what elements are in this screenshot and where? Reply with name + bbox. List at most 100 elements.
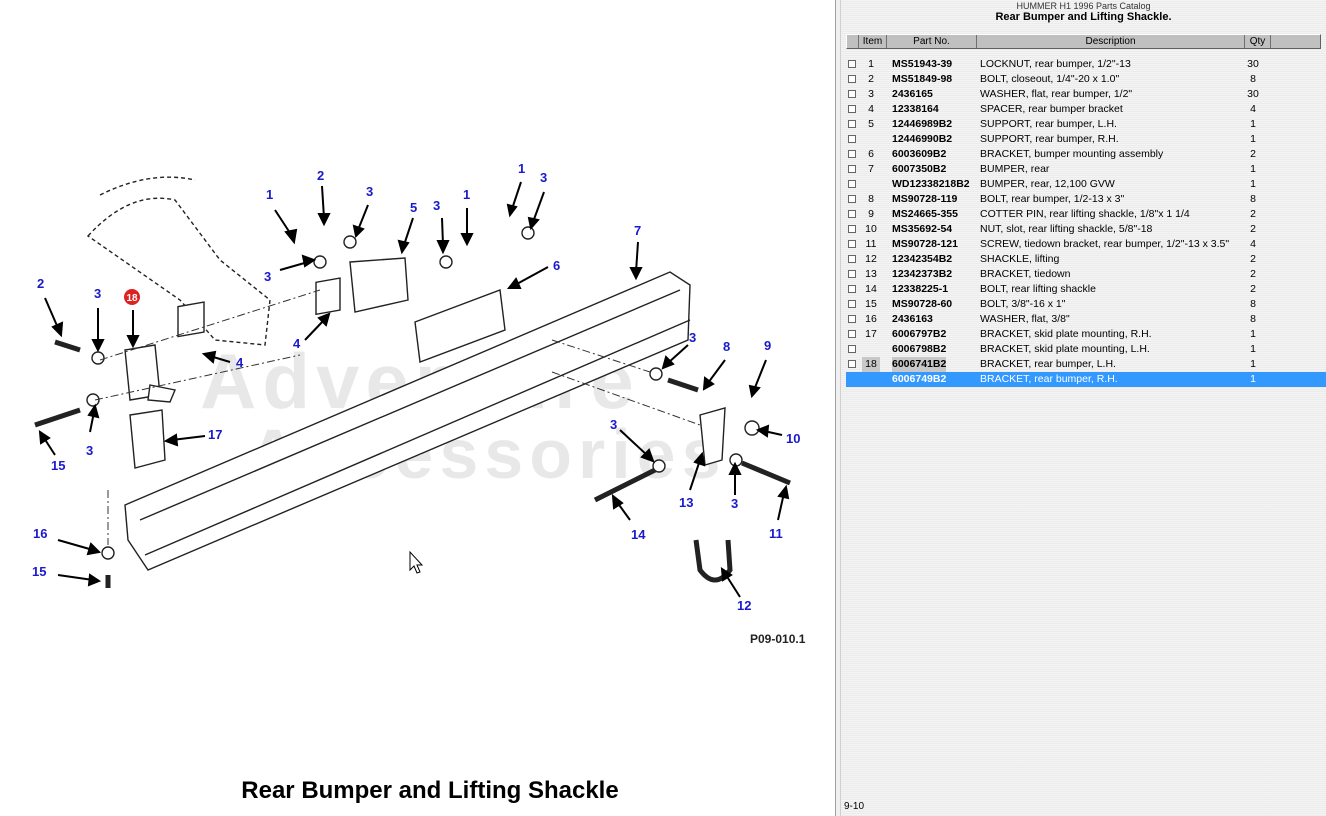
callout-15[interactable]: 15: [32, 564, 46, 579]
row-checkbox[interactable]: [848, 60, 856, 68]
callout-15[interactable]: 15: [51, 458, 65, 473]
callout-7[interactable]: 7: [634, 223, 641, 238]
row-checkbox[interactable]: [848, 270, 856, 278]
callout-17[interactable]: 17: [208, 427, 222, 442]
row-qty: 8: [1250, 73, 1256, 85]
callout-3[interactable]: 3: [610, 417, 617, 432]
callout-4[interactable]: 4: [293, 336, 301, 351]
row-checkbox[interactable]: [848, 315, 856, 323]
callout-16[interactable]: 16: [33, 526, 47, 541]
callout-1[interactable]: 1: [266, 187, 273, 202]
callout-12[interactable]: 12: [737, 598, 751, 613]
row-checkbox[interactable]: [848, 135, 856, 143]
row-checkbox[interactable]: [848, 285, 856, 293]
header-part-no[interactable]: Part No.: [887, 35, 977, 48]
row-checkbox[interactable]: [848, 105, 856, 113]
callout-14[interactable]: 14: [631, 527, 646, 542]
row-qty: 1: [1250, 178, 1256, 190]
header-item[interactable]: Item: [859, 35, 887, 48]
mouse-cursor: [409, 550, 424, 574]
callout-3[interactable]: 3: [94, 286, 101, 301]
callout-18-highlight[interactable]: 18: [124, 289, 140, 305]
row-checkbox[interactable]: [848, 225, 856, 233]
callout-3[interactable]: 3: [540, 170, 547, 185]
callout-3[interactable]: 3: [264, 269, 271, 284]
callout-13[interactable]: 13: [679, 495, 693, 510]
row-checkbox[interactable]: [848, 180, 856, 188]
callout-10[interactable]: 10: [786, 431, 800, 446]
row-checkbox[interactable]: [848, 165, 856, 173]
pane-splitter[interactable]: [835, 0, 841, 816]
row-checkbox[interactable]: [848, 300, 856, 308]
row-qty: 8: [1250, 298, 1256, 310]
callout-1[interactable]: 1: [518, 161, 525, 176]
row-part-no: 2436163: [892, 313, 933, 325]
parts-pane: HUMMER H1 1996 Parts Catalog Rear Bumper…: [841, 0, 1326, 816]
callout-11[interactable]: 11: [769, 526, 783, 541]
callout-3[interactable]: 3: [689, 330, 696, 345]
page-number: 9-10: [844, 801, 865, 812]
row-checkbox[interactable]: [848, 195, 856, 203]
catalog-title: HUMMER H1 1996 Parts Catalog: [1016, 1, 1151, 11]
callout-1[interactable]: 1: [463, 187, 470, 202]
row-checkbox[interactable]: [848, 75, 856, 83]
shackle-12: [693, 539, 733, 583]
washer-3e: [439, 255, 453, 269]
row-item: 6: [868, 148, 874, 160]
callout-2[interactable]: 2: [317, 168, 324, 183]
row-description: LOCKNUT, rear bumper, 1/2"-13: [980, 58, 1131, 70]
callout-8[interactable]: 8: [723, 339, 730, 354]
callout-4[interactable]: 4: [236, 355, 244, 370]
row-checkbox[interactable]: [848, 255, 856, 263]
row-description: SUPPORT, rear bumper, L.H.: [980, 118, 1117, 130]
callout-3[interactable]: 3: [86, 443, 93, 458]
header-qty[interactable]: Qty: [1245, 35, 1271, 48]
callout-3[interactable]: 3: [366, 184, 373, 199]
row-part-no: MS90728-60: [892, 298, 953, 310]
callout-3[interactable]: 3: [731, 496, 738, 511]
row-checkbox[interactable]: [848, 210, 856, 218]
row-checkbox[interactable]: [848, 345, 856, 353]
row-item: 15: [865, 298, 877, 310]
row-part-no: 12338225-1: [892, 283, 949, 295]
diagram-pane: Adventure Accessories: [32, 161, 806, 804]
callout-5[interactable]: 5: [410, 200, 417, 215]
row-description: BOLT, closeout, 1/4"-20 x 1.0": [980, 73, 1120, 85]
row-checkbox[interactable]: [848, 150, 856, 158]
header-description[interactable]: Description: [977, 35, 1245, 48]
exploded-diagram: Adventure Accessories: [32, 161, 800, 613]
row-checkbox[interactable]: [848, 240, 856, 248]
row-checkbox[interactable]: [848, 120, 856, 128]
row-checkbox[interactable]: [848, 330, 856, 338]
callout-6[interactable]: 6: [553, 258, 560, 273]
callout-9[interactable]: 9: [764, 338, 771, 353]
callout-3[interactable]: 3: [433, 198, 440, 213]
callout-2[interactable]: 2: [37, 276, 44, 291]
row-checkbox[interactable]: [848, 90, 856, 98]
section-title: Rear Bumper and Lifting Shackle.: [995, 11, 1172, 23]
row-item: 7: [868, 163, 874, 175]
row-checkbox[interactable]: [848, 360, 856, 368]
